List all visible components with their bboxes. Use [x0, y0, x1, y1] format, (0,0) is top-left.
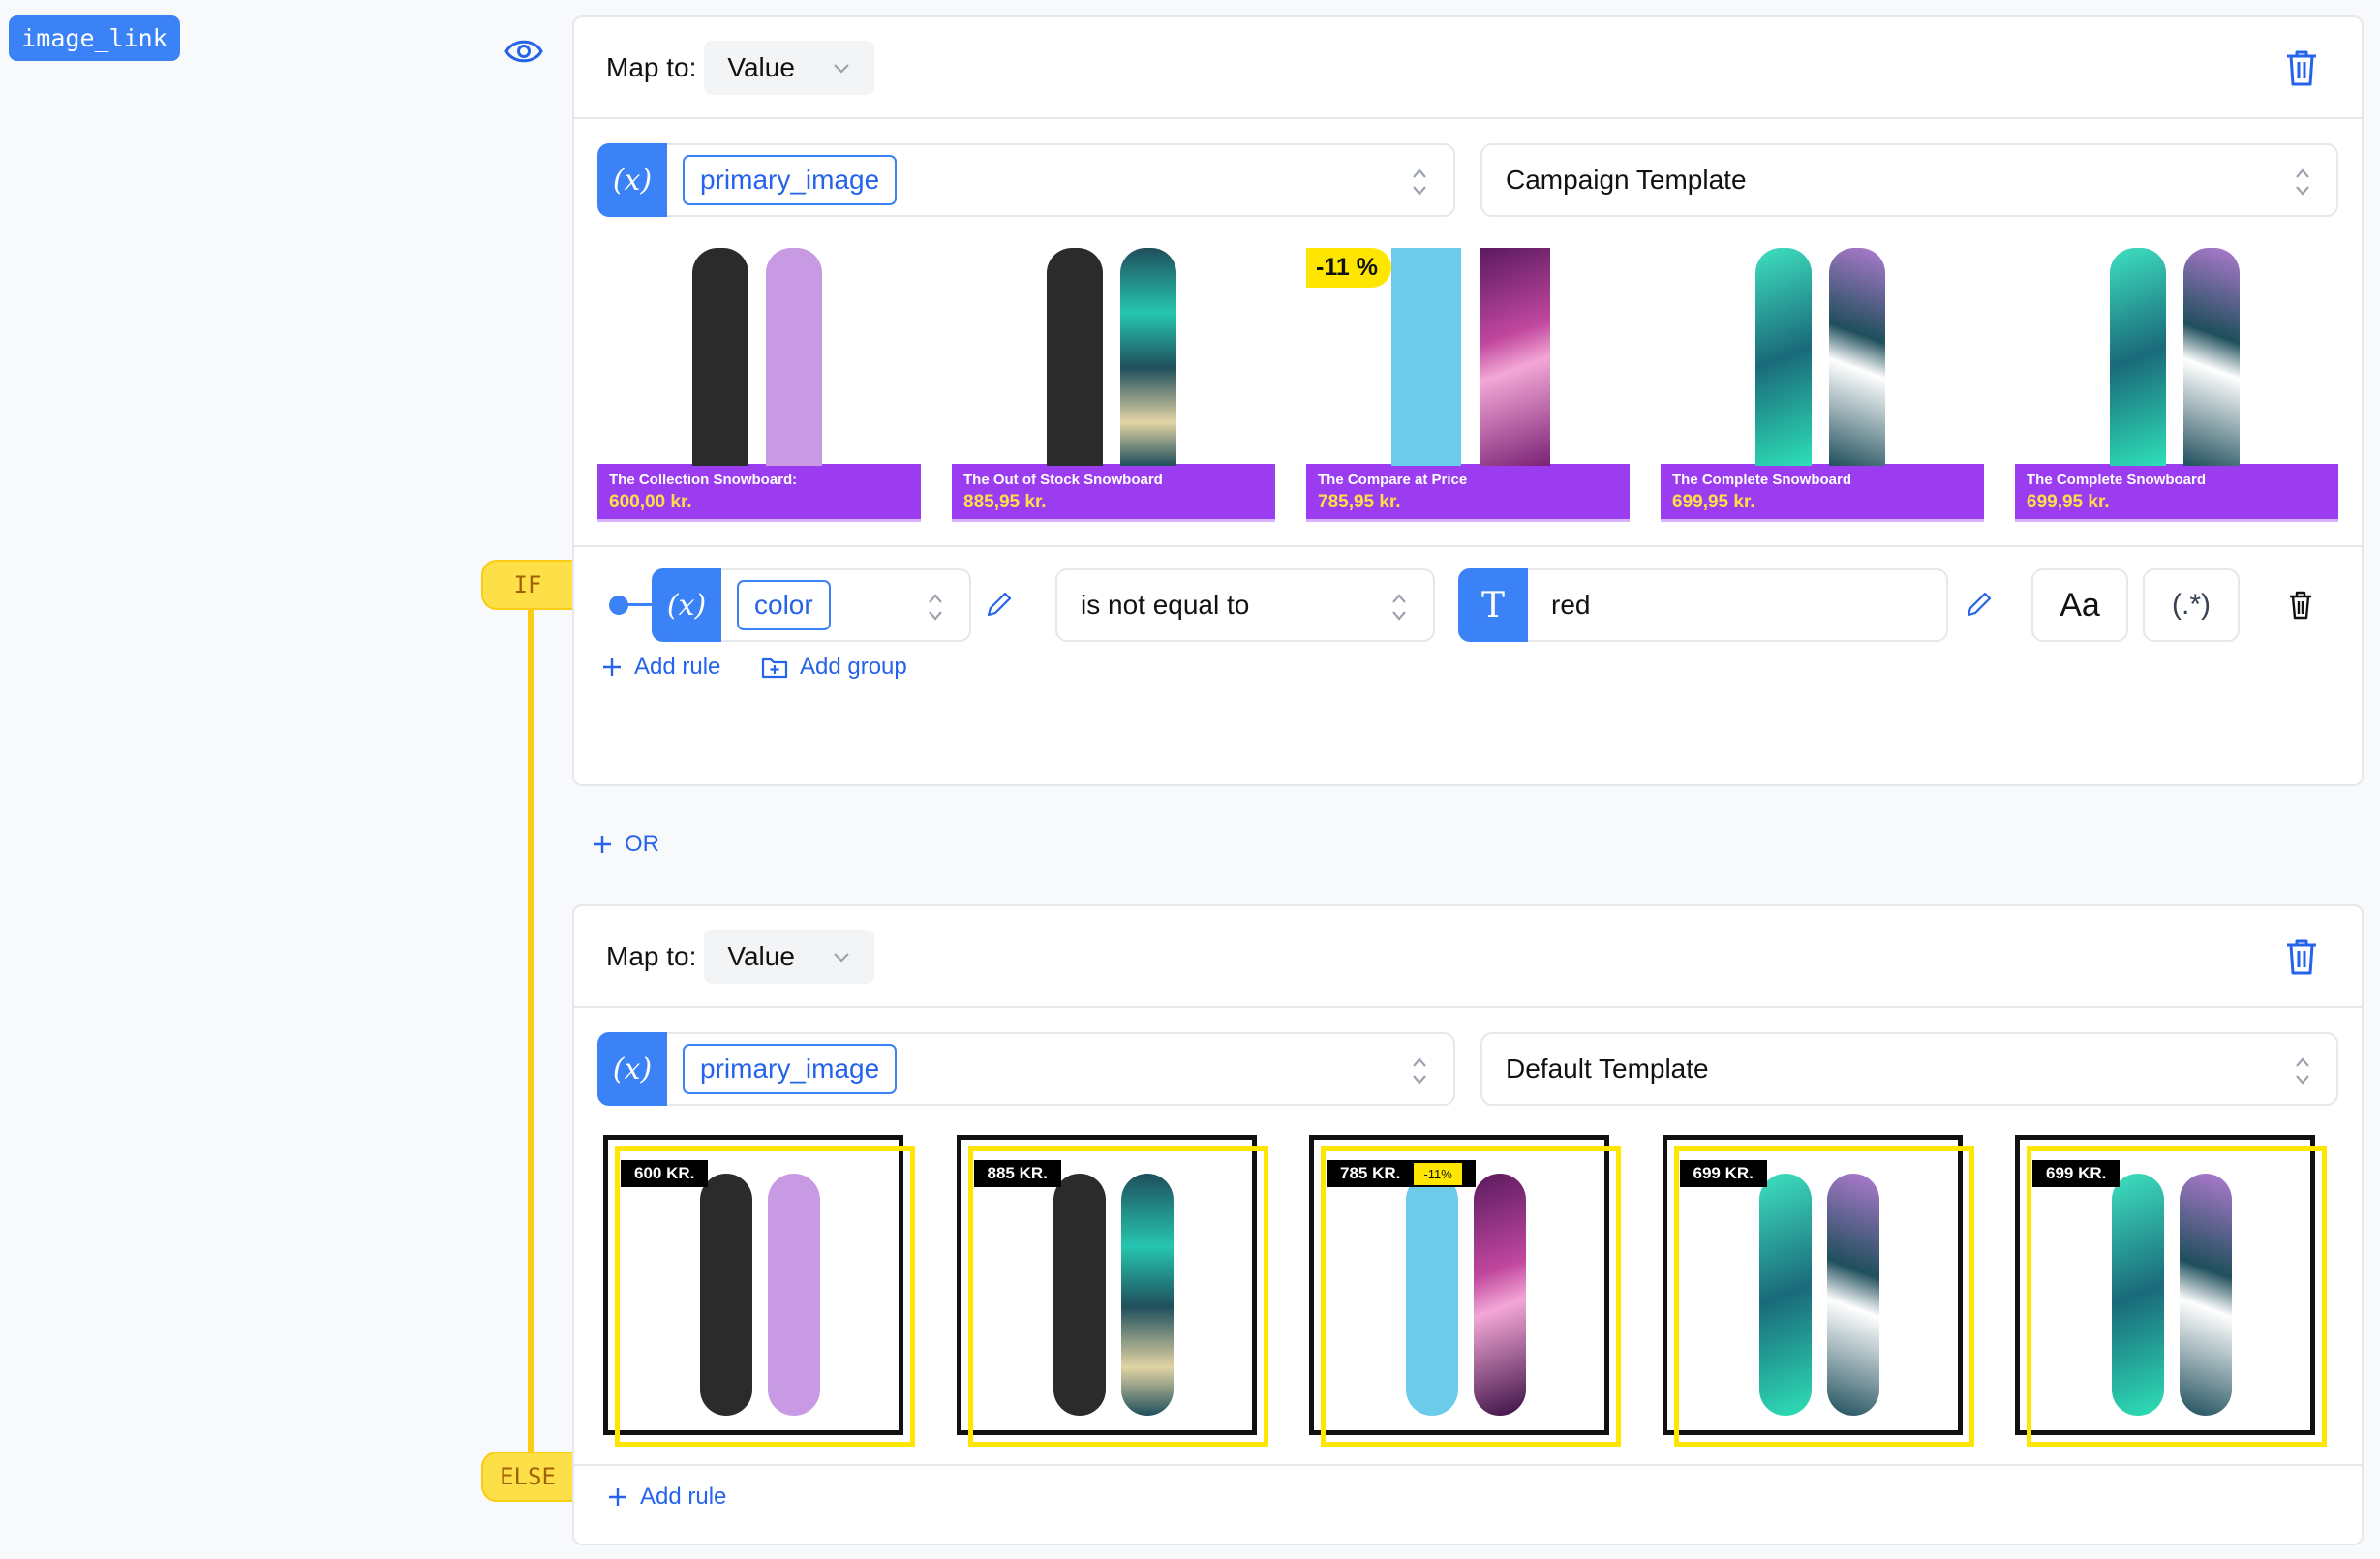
if-mapping-card: Map to: Value (x) primary_image Campaign…	[572, 15, 2364, 786]
rule-field-select[interactable]: (x) color	[652, 568, 971, 642]
card-header: Map to: Value	[574, 17, 2362, 119]
template-select[interactable]: Campaign Template	[1480, 143, 2338, 217]
product-image	[597, 230, 921, 466]
product-tile: The Collection Snowboard: 600,00 kr.	[597, 230, 921, 522]
section-divider	[574, 545, 2362, 547]
map-to-select[interactable]: Value	[704, 40, 875, 95]
product-tile: 885 KR.	[956, 1135, 1280, 1454]
price-tag: 885 KR.	[973, 1160, 1061, 1187]
plus-icon	[609, 1488, 626, 1506]
condition-rule: (x) color is not equal to T red Aa (.*) …	[574, 547, 2362, 712]
chevron-up-down-icon	[1392, 594, 1406, 621]
product-name: The Collection Snowboard:	[609, 472, 798, 488]
add-or-button[interactable]: OR	[592, 831, 659, 858]
regex-toggle[interactable]: (.*)	[2143, 568, 2240, 642]
condition-connector-line	[528, 608, 534, 1452]
product-tile: The Complete Snowboard 699,95 kr.	[2015, 230, 2338, 522]
add-rule-button[interactable]: Add rule	[607, 1483, 726, 1511]
variable-icon: (x)	[652, 568, 721, 642]
product-image	[2015, 230, 2338, 466]
product-image	[952, 230, 1275, 466]
eye-icon[interactable]	[503, 35, 544, 68]
product-price: 785,95 kr.	[1318, 492, 1401, 512]
product-tile: 785 KR.-11%	[1309, 1135, 1632, 1454]
chevron-up-down-icon	[1413, 168, 1426, 196]
trash-icon[interactable]	[2284, 48, 2319, 87]
chevron-up-down-icon	[2296, 168, 2309, 196]
product-price: 699,95 kr.	[2027, 492, 2110, 512]
chevron-up-down-icon	[929, 594, 942, 621]
add-rule-label: Add rule	[634, 654, 721, 680]
chevron-down-icon	[834, 63, 850, 74]
operator-select[interactable]: is not equal to	[1055, 568, 1435, 642]
trash-icon[interactable]	[2288, 590, 2313, 621]
card-header: Map to: Value	[574, 906, 2362, 1008]
text-type-icon: T	[1458, 568, 1528, 642]
product-tile: 699 KR.	[2015, 1135, 2338, 1454]
product-tile: 600 KR.	[603, 1135, 927, 1454]
template-select[interactable]: Default Template	[1480, 1032, 2338, 1106]
variable-badge[interactable]: image_link	[9, 15, 180, 61]
product-price: 699,95 kr.	[1672, 492, 1755, 512]
map-to-value: Value	[727, 940, 795, 971]
plus-icon	[594, 836, 611, 853]
plus-icon	[603, 658, 621, 676]
field-chip[interactable]: color	[737, 580, 831, 630]
template-select-value: Campaign Template	[1506, 165, 1747, 195]
add-group-button[interactable]: Add group	[761, 654, 907, 681]
variable-select[interactable]: (x) primary_image	[597, 143, 1455, 217]
variable-chip[interactable]: primary_image	[683, 1044, 898, 1094]
pencil-icon[interactable]	[1965, 590, 1994, 619]
campaign-preview-tiles: The Collection Snowboard: 600,00 kr. The …	[574, 230, 2362, 522]
pencil-icon[interactable]	[985, 590, 1014, 619]
variable-icon: (x)	[597, 1032, 667, 1106]
map-to-select[interactable]: Value	[704, 929, 875, 984]
product-name: The Out of Stock Snowboard	[963, 472, 1163, 488]
product-tile: The Out of Stock Snowboard 885,95 kr.	[952, 230, 1275, 522]
else-badge: ELSE	[481, 1452, 574, 1502]
chevron-up-down-icon	[1413, 1057, 1426, 1085]
price-tag: 785 KR.-11%	[1327, 1160, 1476, 1187]
variable-icon: (x)	[597, 143, 667, 217]
template-select-value: Default Template	[1506, 1054, 1709, 1084]
price-tag: 699 KR.	[1679, 1160, 1767, 1187]
product-image: -11 %	[1306, 230, 1630, 466]
product-price: 600,00 kr.	[609, 492, 692, 512]
folder-plus-icon	[761, 657, 788, 679]
product-tile: -11 % The Compare at Price 785,95 kr.	[1306, 230, 1630, 522]
price-tag: 600 KR.	[621, 1160, 709, 1187]
product-tile: 699 KR.	[1662, 1135, 1986, 1454]
product-image	[1661, 230, 1984, 466]
variable-select[interactable]: (x) primary_image	[597, 1032, 1455, 1106]
add-rule-button[interactable]: Add rule	[601, 654, 720, 681]
if-badge: IF	[481, 560, 574, 610]
chevron-down-icon	[834, 952, 850, 963]
price-tag: 699 KR.	[2032, 1160, 2121, 1187]
add-group-label: Add group	[800, 654, 907, 680]
add-rule-label: Add rule	[640, 1483, 727, 1510]
variable-chip[interactable]: primary_image	[683, 155, 898, 205]
value-input[interactable]: T red	[1458, 568, 1948, 642]
chevron-up-down-icon	[2296, 1057, 2309, 1085]
product-name: The Complete Snowboard	[2027, 472, 2207, 488]
sale-badge: -11 %	[1306, 248, 1391, 288]
product-name: The Complete Snowboard	[1672, 472, 1852, 488]
product-name: The Compare at Price	[1318, 472, 1468, 488]
map-to-label: Map to:	[606, 940, 697, 971]
or-label: OR	[625, 831, 659, 857]
rule-connector-line	[623, 603, 654, 606]
operator-value: is not equal to	[1081, 590, 1250, 620]
map-to-label: Map to:	[606, 51, 697, 82]
product-price: 885,95 kr.	[963, 492, 1047, 512]
sale-badge: -11%	[1414, 1163, 1462, 1185]
trash-icon[interactable]	[2284, 937, 2319, 976]
section-divider	[574, 1464, 2362, 1466]
else-mapping-card: Map to: Value (x) primary_image Default …	[572, 904, 2364, 1545]
default-preview-tiles: 600 KR. 885 KR. 785 KR.-11% 699 KR.	[574, 1135, 2362, 1454]
map-to-value: Value	[727, 51, 795, 82]
case-sensitive-toggle[interactable]: Aa	[2031, 568, 2128, 642]
rule-connector-dot	[609, 596, 628, 615]
product-tile: The Complete Snowboard 699,95 kr.	[1661, 230, 1984, 522]
value-text: red	[1551, 590, 1591, 620]
